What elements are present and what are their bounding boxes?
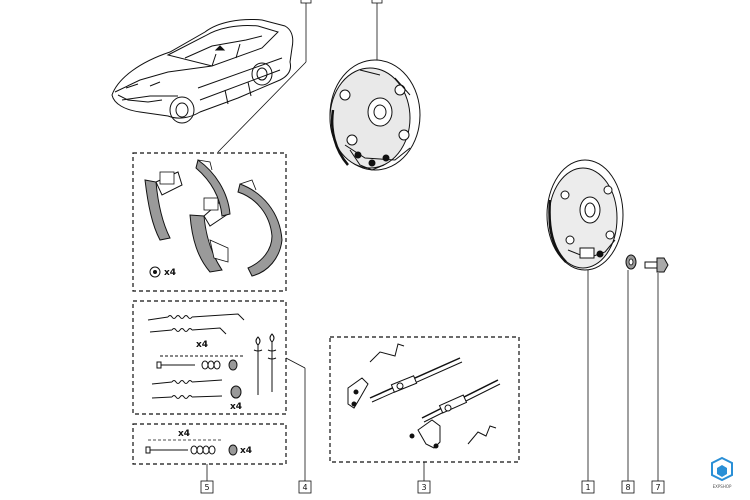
callout-1: 1 xyxy=(581,480,595,494)
callout-1-label: 1 xyxy=(585,483,590,492)
adjuster-kit xyxy=(329,336,520,463)
spring-kit-cup-quantity: x4 xyxy=(230,402,242,412)
pin-set: x4 x4 xyxy=(132,423,287,465)
shoe-kit-quantity: x4 xyxy=(164,268,176,278)
car-illustration xyxy=(111,19,294,124)
callout-7-label: 7 xyxy=(655,483,660,492)
callout-5-label: 5 xyxy=(204,483,209,492)
spring-kit-pin-quantity: x4 xyxy=(196,340,208,350)
callout-8-label: 8 xyxy=(625,483,630,492)
brake-shoe-kit: x4 xyxy=(132,152,287,292)
callout-box-top-left xyxy=(300,0,312,4)
backing-plate-top xyxy=(329,0,421,171)
callout-7: 7 xyxy=(651,480,665,494)
callout-4-label: 4 xyxy=(302,483,307,492)
callout-3: 3 xyxy=(417,480,431,494)
washer-part xyxy=(625,254,637,270)
pin-set-cup-quantity: x4 xyxy=(240,446,252,456)
callout-3-label: 3 xyxy=(421,483,426,492)
callout-5: 5 xyxy=(200,480,214,494)
callout-4: 4 xyxy=(298,480,312,494)
pin-set-pin-quantity: x4 xyxy=(178,429,190,439)
backing-plate-right xyxy=(546,159,624,271)
callout-8: 8 xyxy=(621,480,635,494)
cube-logo-icon: EXPSHOP xyxy=(711,456,733,489)
logo-text: EXPSHOP xyxy=(713,484,732,489)
spring-kit: x4 x4 xyxy=(132,300,287,415)
bolt-part xyxy=(644,257,669,273)
